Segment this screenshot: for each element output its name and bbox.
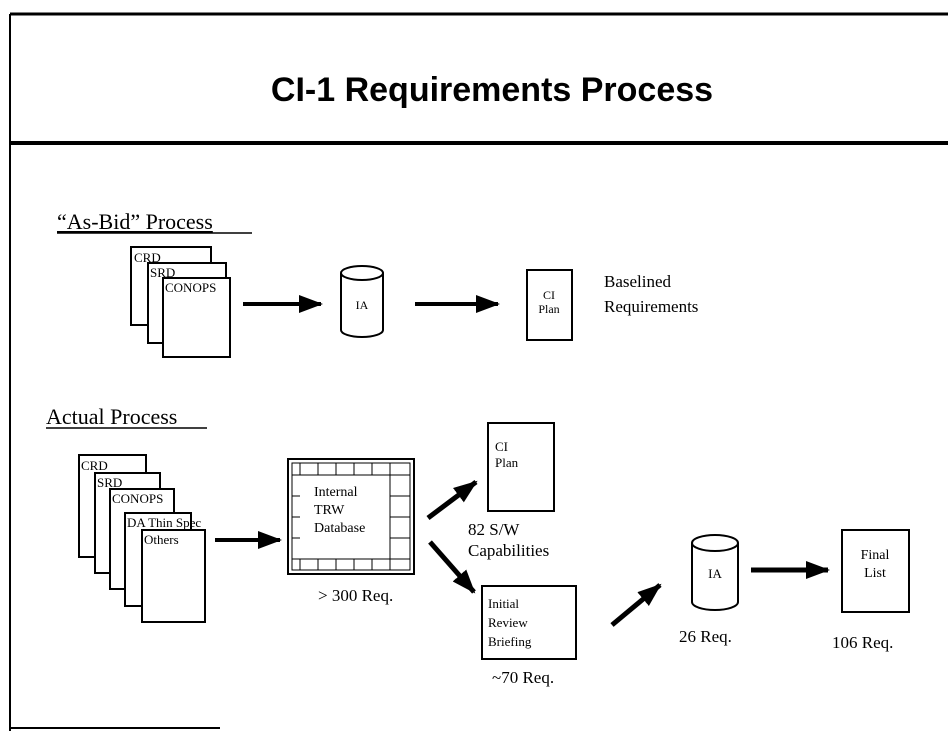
initial-review-briefing-box [481,585,577,660]
actual-heading: Actual Process [46,404,177,429]
database-label-line-3: Database [314,521,365,536]
actual-ci-plan-document [487,422,555,512]
review-count: ~70 Req. [492,668,554,687]
document-label-others: Others [144,532,179,547]
page-title: CI-1 Requirements Process [271,71,713,109]
review-label-line-3: Briefing [488,634,532,649]
actual-ci-plan-label-2: Plan [495,455,519,470]
actual-ia-database-icon [691,534,739,611]
as-bid-ci-plan-document [526,269,573,341]
ia-count: 26 Req. [679,627,732,646]
document-label-conops: CONOPS [112,491,163,506]
final-list-label-1: Final [861,548,890,563]
document-label-crd: CRD [81,458,108,473]
as-bid-result-line-1: Baselined [604,272,672,291]
ci-plan-caption-1: 82 S/W [468,520,520,539]
as-bid-document-stack: CRD SRD CONOPS [130,246,231,358]
as-bid-ia-label: IA [356,298,369,312]
document-label-crd: CRD [134,250,161,265]
document-label-conops: CONOPS [165,280,216,295]
document-label-da-thin-spec: DA Thin Spec [127,515,201,530]
database-label-line-2: TRW [314,503,345,518]
actual-document-stack: CRD SRD CONOPS DA Thin Spec Others [78,454,206,623]
document-label-srd: SRD [97,475,122,490]
database-label-line-1: Internal [314,485,358,500]
review-label-line-2: Review [488,615,528,630]
as-bid-result-line-2: Requirements [604,297,698,316]
document-others [141,529,206,623]
document-label-srd: SRD [150,265,175,280]
internal-database-grid-icon [287,458,415,575]
arrow-database-to-review [428,540,476,594]
as-bid-ci-plan-label-1: CI [543,288,555,302]
review-label-line-1: Initial [488,596,519,611]
actual-ia-label: IA [708,566,722,581]
arrow-review-to-ia [610,583,662,627]
final-list-document [841,529,910,613]
arrow-database-to-ci-plan [426,480,478,520]
final-list-label-2: List [864,566,886,581]
document-conops [162,277,231,358]
as-bid-ci-plan-label-2: Plan [538,302,559,316]
actual-ci-plan-label-1: CI [495,439,508,454]
database-count: > 300 Req. [318,586,393,605]
as-bid-ia-database-icon [340,265,384,338]
ci-plan-caption-2: Capabilities [468,541,549,560]
as-bid-heading: “As-Bid” Process [57,209,213,234]
final-list-count: 106 Req. [832,633,893,652]
